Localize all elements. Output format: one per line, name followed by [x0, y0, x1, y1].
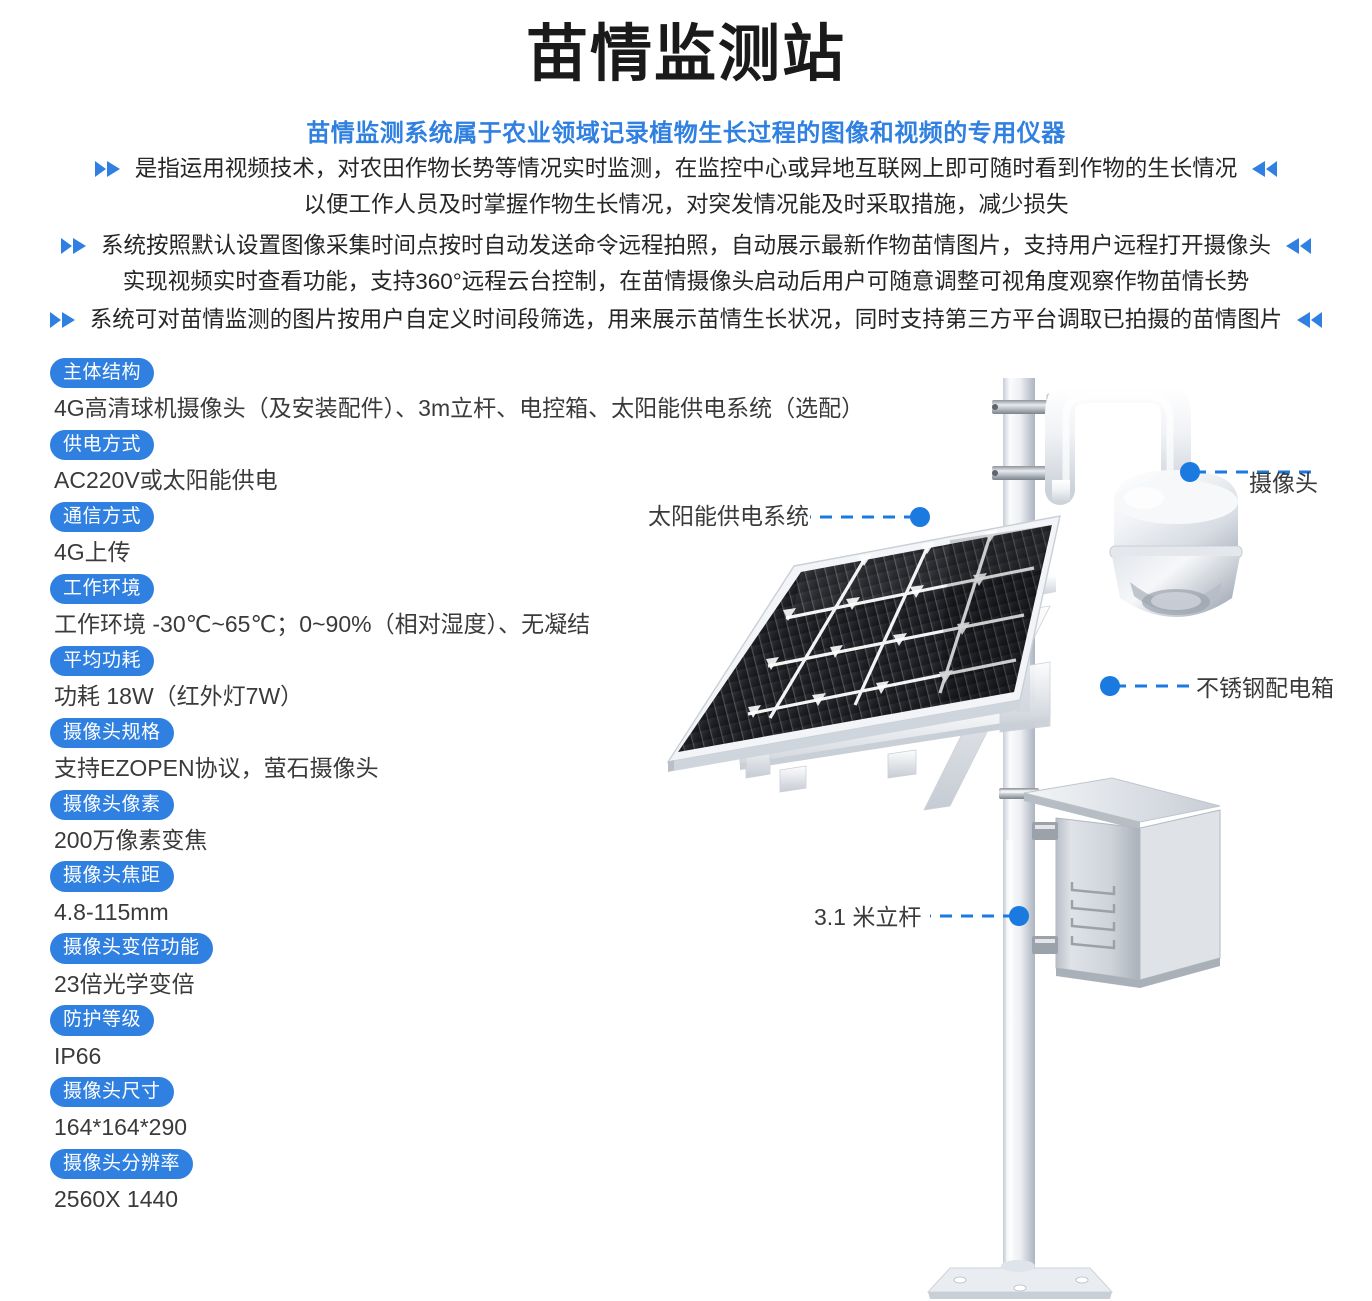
base-plate-icon: [926, 1260, 1114, 1299]
spec-badge: 工作环境: [50, 573, 155, 605]
intro-line: 实现视频实时查看功能，支持360°远程云台控制，在苗情摄像头启动后用户可随意调整…: [122, 268, 1250, 294]
callout-leader-camera: [1180, 462, 1320, 482]
spec-badge: 摄像头尺寸: [50, 1077, 174, 1108]
spec-value: 200万像素变焦: [54, 826, 208, 853]
spec-item: 摄像头像素 200万像素变焦: [50, 789, 690, 857]
spec-item: 摄像头分辨率 2560X 1440: [50, 1149, 690, 1216]
distribution-box-icon: [1023, 777, 1221, 988]
intro-line: 以便工作人员及时掌握作物生长情况，对突发情况能及时采取措施，减少损失: [303, 191, 1069, 217]
spec-value: 功耗 18W（红外灯7W）: [54, 682, 304, 709]
double-chevron-left-icon: [1283, 236, 1313, 256]
spec-value: 4G上传: [54, 539, 131, 566]
spec-value: 工作环境 -30℃~65℃；0~90%（相对湿度）、无凝结: [54, 611, 591, 638]
spec-badge: 主体结构: [50, 358, 155, 389]
callout-label-camera: 摄像头: [1249, 470, 1318, 496]
callout-dot: [1180, 462, 1200, 482]
spec-badge: 摄像头规格: [50, 717, 174, 748]
monitoring-station-illustration: [666, 373, 1320, 1299]
spec-badge: 防护等级: [50, 1005, 155, 1036]
spec-item: 防护等级 IP66: [50, 1005, 690, 1072]
spec-item: 摄像头规格 支持EZOPEN协议，萤石摄像头: [50, 717, 690, 785]
double-chevron-left-icon: [1294, 310, 1324, 330]
spec-item: 主体结构 4G高清球机摄像头（及安装配件）、3m立杆、电控箱、太阳能供电系统（选…: [50, 358, 865, 425]
spec-value: AC220V或太阳能供电: [54, 467, 278, 494]
spec-value: 4G高清球机摄像头（及安装配件）、3m立杆、电控箱、太阳能供电系统（选配）: [54, 395, 865, 422]
intro-row: 系统可对苗情监测的图片按用户自定义时间段筛选，用来展示苗情生长状况，同时支持第三…: [0, 303, 1372, 337]
spec-badge: 平均功耗: [50, 645, 155, 676]
spec-badge: 摄像头分辨率: [50, 1149, 194, 1180]
spec-badge: 摄像头像素: [50, 789, 174, 820]
intro-block-1: 是指运用视频技术，对农田作物长势等情况实时监测，在监控中心或异地互联网上即可随时…: [0, 152, 1372, 222]
callout-leader-solar: [810, 507, 930, 527]
camera-arm-icon: [1045, 373, 1191, 505]
spec-item: 摄像头变倍功能 23倍光学变倍: [50, 933, 690, 1000]
spec-item: 平均功耗 功耗 18W（红外灯7W）: [50, 645, 690, 713]
page-subtitle: 苗情监测系统属于农业领域记录植物生长过程的图像和视频的专用仪器: [306, 120, 1066, 147]
callout-dot: [1009, 906, 1029, 926]
callout-label-pole: 3.1 米立杆: [814, 904, 922, 930]
spec-item: 摄像头尺寸 164*164*290: [50, 1077, 690, 1144]
product-diagram: [620, 370, 1372, 1301]
spec-value: 23倍光学变倍: [54, 970, 195, 997]
page-title: 苗情监测站: [525, 20, 846, 89]
spec-item: 工作环境 工作环境 -30℃~65℃；0~90%（相对湿度）、无凝结: [50, 573, 690, 641]
callout-leader-box: [1100, 676, 1194, 696]
ptz-dome-camera-icon: [1109, 470, 1243, 617]
double-chevron-right-icon: [48, 310, 78, 330]
spec-value: 支持EZOPEN协议，萤石摄像头: [54, 754, 379, 781]
double-chevron-left-icon: [1249, 159, 1279, 179]
intro-line: 系统可对苗情监测的图片按用户自定义时间段筛选，用来展示苗情生长状况，同时支持第三…: [89, 307, 1283, 332]
spec-badge: 供电方式: [50, 429, 155, 461]
callout-dot: [910, 507, 930, 527]
intro-row: 是指运用视频技术，对农田作物长势等情况实时监测，在监控中心或异地互联网上即可随时…: [0, 152, 1372, 186]
intro-row: 系统按照默认设置图像采集时间点按时自动发送命令远程拍照，自动展示最新作物苗情图片…: [0, 229, 1372, 263]
callout-label-box: 不锈钢配电箱: [1196, 675, 1334, 701]
spec-value: 2560X 1440: [54, 1186, 179, 1213]
callout-label-solar: 太阳能供电系统: [648, 503, 809, 529]
intro-line: 系统按照默认设置图像采集时间点按时自动发送命令远程拍照，自动展示最新作物苗情图片…: [100, 233, 1271, 258]
double-chevron-right-icon: [59, 236, 89, 256]
spec-badge: 摄像头焦距: [50, 861, 174, 892]
intro-line: 是指运用视频技术，对农田作物长势等情况实时监测，在监控中心或异地互联网上即可随时…: [134, 156, 1238, 181]
callout-leader-pole: [930, 906, 1029, 926]
spec-item: 摄像头焦距 4.8-115mm: [50, 861, 690, 928]
spec-value: IP66: [54, 1042, 102, 1069]
spec-item: 通信方式 4G上传: [50, 501, 690, 569]
spec-value: 164*164*290: [54, 1114, 188, 1141]
spec-badge: 摄像头变倍功能: [50, 933, 213, 964]
spec-value: 4.8-115mm: [54, 898, 169, 925]
spec-item: 供电方式 AC220V或太阳能供电: [50, 429, 690, 497]
spec-badge: 通信方式: [50, 501, 155, 533]
spec-list: 主体结构 4G高清球机摄像头（及安装配件）、3m立杆、电控箱、太阳能供电系统（选…: [50, 358, 865, 1221]
solar-panel-icon: [666, 515, 1061, 772]
intro-block-3: 系统可对苗情监测的图片按用户自定义时间段筛选，用来展示苗情生长状况，同时支持第三…: [0, 303, 1372, 337]
intro-block-2: 系统按照默认设置图像采集时间点按时自动发送命令远程拍照，自动展示最新作物苗情图片…: [0, 229, 1372, 299]
double-chevron-right-icon: [93, 159, 123, 179]
callout-dot: [1100, 676, 1120, 696]
